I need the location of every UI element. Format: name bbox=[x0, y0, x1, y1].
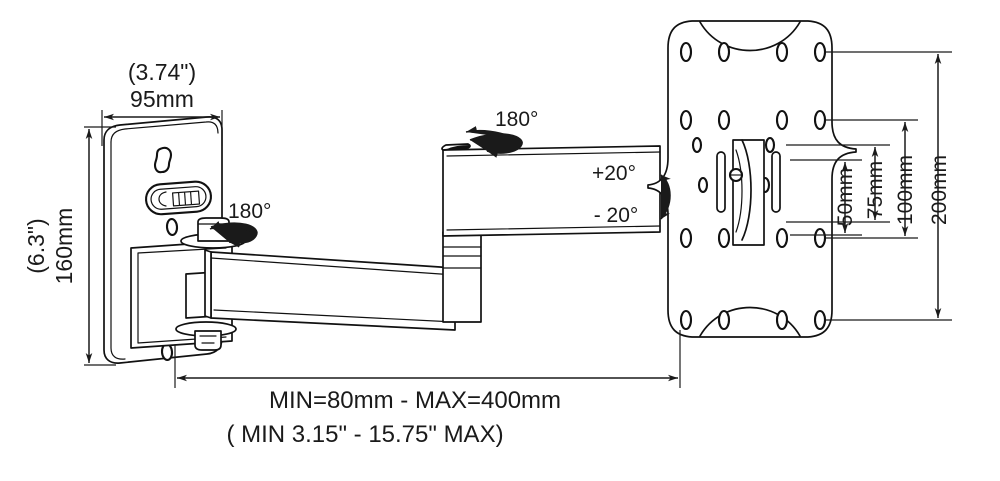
extension-label-imperial: ( MIN 3.15" - 15.75" MAX) bbox=[226, 421, 503, 448]
dim-vesa-group: 50mm 75mm 100mm 200mm bbox=[786, 51, 952, 321]
wall-plate-left-contour bbox=[110, 141, 126, 360]
vesa-hole bbox=[813, 309, 827, 331]
dim-label-plate-width-mm: 95mm bbox=[130, 86, 194, 112]
vesa-hole bbox=[717, 41, 731, 63]
vesa-hook-profile bbox=[741, 139, 752, 241]
dim-extension-range: MIN=80mm - MAX=400mm ( MIN 3.15" - 15.75… bbox=[174, 330, 681, 448]
upper-arm-body bbox=[442, 145, 661, 237]
dim-label-plate-height-mm: 160mm bbox=[51, 208, 77, 285]
level-graduations bbox=[171, 190, 201, 207]
vesa-hole bbox=[717, 309, 731, 331]
vesa-hole bbox=[691, 136, 703, 154]
tilt-arc bbox=[660, 174, 671, 220]
main-arm-bottom-edge bbox=[213, 309, 456, 323]
dim-label-vesa-100: 100mm bbox=[894, 155, 917, 225]
elbow-joint-group bbox=[442, 231, 482, 323]
swivel-arrow-arm-2 bbox=[465, 126, 517, 140]
vesa-hole bbox=[679, 309, 693, 331]
vesa-hole bbox=[775, 41, 789, 63]
vesa-hole bbox=[717, 109, 731, 131]
angle-label-tilt-up: +20° bbox=[592, 162, 636, 185]
vesa-hole bbox=[764, 136, 776, 154]
vesa-hole bbox=[775, 309, 789, 331]
bottom-pivot-cylinder bbox=[194, 330, 222, 351]
angle-label-tilt-down: - 20° bbox=[594, 204, 639, 227]
angle-arm-swivel: 180° bbox=[465, 108, 538, 158]
vesa-hole bbox=[775, 227, 789, 249]
upper-arm-group bbox=[441, 143, 661, 237]
dim-plate-height: (6.3") 160mm bbox=[23, 126, 116, 366]
screw-hole-icon-top bbox=[165, 217, 179, 237]
keyhole-slot-icon bbox=[153, 146, 173, 174]
vesa-hole bbox=[813, 109, 827, 131]
angle-wall-swivel: 180° bbox=[209, 200, 271, 248]
vesa-slot-left bbox=[716, 151, 726, 213]
vesa-hole bbox=[813, 41, 827, 63]
dim-label-vesa-50: 50mm bbox=[834, 168, 857, 226]
upper-arm-bottom-edge bbox=[446, 225, 661, 231]
swivel-arrow-wall-2 bbox=[209, 221, 251, 232]
dim-label-vesa-200: 200mm bbox=[928, 155, 951, 225]
main-arm-body bbox=[210, 251, 456, 331]
vesa-hole bbox=[697, 176, 709, 194]
level-bubble bbox=[158, 191, 167, 207]
extension-label-metric: MIN=80mm - MAX=400mm bbox=[269, 387, 561, 414]
main-arm-front-face bbox=[204, 249, 212, 319]
vesa-hole bbox=[679, 41, 693, 63]
upper-arm-top-highlight bbox=[447, 145, 471, 150]
angle-tilt: +20° - 20° bbox=[592, 162, 671, 227]
vesa-hole bbox=[679, 227, 693, 249]
vesa-hole bbox=[679, 109, 693, 131]
wall-plate-inner-contour bbox=[110, 121, 219, 143]
vesa-slot-right bbox=[771, 151, 781, 213]
upper-arm-top-edge bbox=[446, 151, 661, 157]
bottom-pivot-screw bbox=[199, 335, 217, 344]
vesa-hole bbox=[775, 109, 789, 131]
main-arm-group bbox=[204, 249, 456, 331]
elbow-cylinder bbox=[442, 231, 482, 323]
dim-label-plate-height-inch: (6.3") bbox=[23, 218, 49, 273]
main-arm-top-edge bbox=[210, 257, 456, 276]
dim-plate-width: (3.74") 95mm bbox=[101, 59, 223, 146]
bubble-level-inner bbox=[150, 186, 207, 210]
dim-label-vesa-75: 75mm bbox=[864, 161, 887, 219]
vesa-plate-group bbox=[647, 20, 857, 338]
vesa-hook-inner bbox=[735, 149, 743, 233]
dim-label-plate-width-inch: (3.74") bbox=[128, 59, 196, 85]
angle-label-arm-swivel: 180° bbox=[495, 108, 538, 131]
vesa-hole bbox=[813, 227, 827, 249]
vesa-hole bbox=[717, 227, 731, 249]
angle-label-wall-swivel: 180° bbox=[228, 200, 271, 223]
